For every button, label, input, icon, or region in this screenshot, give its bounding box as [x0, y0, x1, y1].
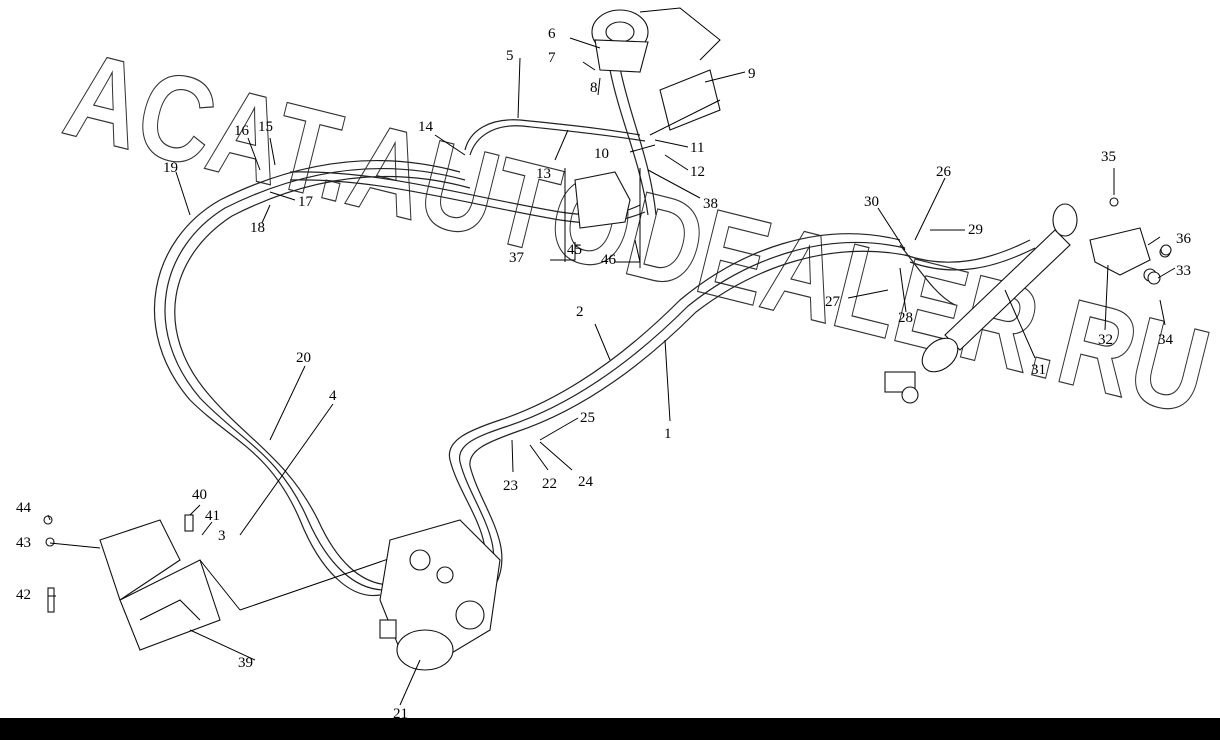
- footer-bar: [0, 718, 1220, 740]
- callout-41: 41: [205, 508, 220, 524]
- callout-7: 7: [548, 50, 556, 66]
- callout-42: 42: [16, 587, 31, 603]
- callout-37: 37: [509, 250, 525, 266]
- callout-36: 36: [1176, 231, 1192, 247]
- callout-16: 16: [234, 123, 250, 139]
- callout-1: 1: [664, 426, 672, 442]
- callout-20: 20: [296, 350, 311, 366]
- callout-40: 40: [192, 487, 207, 503]
- callout-32: 32: [1098, 332, 1113, 348]
- callout-35: 35: [1101, 149, 1116, 165]
- callout-23: 23: [503, 478, 518, 494]
- callout-46: 46: [601, 252, 617, 268]
- callout-15: 15: [258, 119, 273, 135]
- callout-45: 45: [567, 242, 582, 258]
- callout-11: 11: [690, 140, 704, 156]
- callout-30: 30: [864, 194, 879, 210]
- callout-29: 29: [968, 222, 983, 238]
- callout-14: 14: [418, 119, 434, 135]
- callout-10: 10: [594, 146, 609, 162]
- callout-12: 12: [690, 164, 705, 180]
- callout-2: 2: [576, 304, 584, 320]
- reservoir-bracket: [659, 69, 721, 131]
- callout-31: 31: [1031, 362, 1046, 378]
- oil-reservoir: [591, 7, 721, 73]
- callout-34: 34: [1158, 332, 1174, 348]
- parts: [43, 7, 1172, 671]
- callout-24: 24: [578, 474, 594, 490]
- callout-17: 17: [298, 194, 314, 210]
- valve-block: [574, 171, 631, 229]
- mounting-bracket: [99, 519, 221, 651]
- steering-cylinder: [884, 203, 1078, 404]
- cylinder-bracket: [1089, 227, 1151, 276]
- callout-43: 43: [16, 535, 31, 551]
- callout-6: 6: [548, 26, 556, 42]
- callout-28: 28: [898, 310, 913, 326]
- leader-lines: [47, 37, 1176, 706]
- callout-38: 38: [703, 196, 718, 212]
- callout-19: 19: [163, 160, 178, 176]
- hose-lines: [153, 67, 1036, 611]
- callout-3: 3: [218, 528, 226, 544]
- steering-gear: [379, 519, 501, 671]
- bolt-42: [47, 587, 55, 613]
- callout-33: 33: [1176, 263, 1191, 279]
- callout-8: 8: [590, 80, 598, 96]
- watermark-text: ACAT.AUTODEALER.RU: [53, 26, 1220, 441]
- callout-18: 18: [250, 220, 265, 236]
- callout-26: 26: [936, 164, 952, 180]
- callout-13: 13: [536, 166, 551, 182]
- callout-27: 27: [825, 294, 841, 310]
- callout-44: 44: [16, 500, 32, 516]
- callout-5: 5: [506, 48, 514, 64]
- callout-22: 22: [542, 476, 557, 492]
- callout-labels: 1 2 3 4 5 6 7 8 9 10 11 12 13 14 15 16 1…: [16, 26, 1192, 722]
- callout-25: 25: [580, 410, 595, 426]
- bolt-40: [184, 514, 194, 532]
- callout-4: 4: [329, 388, 337, 404]
- callout-9: 9: [748, 66, 756, 82]
- callout-39: 39: [238, 655, 253, 671]
